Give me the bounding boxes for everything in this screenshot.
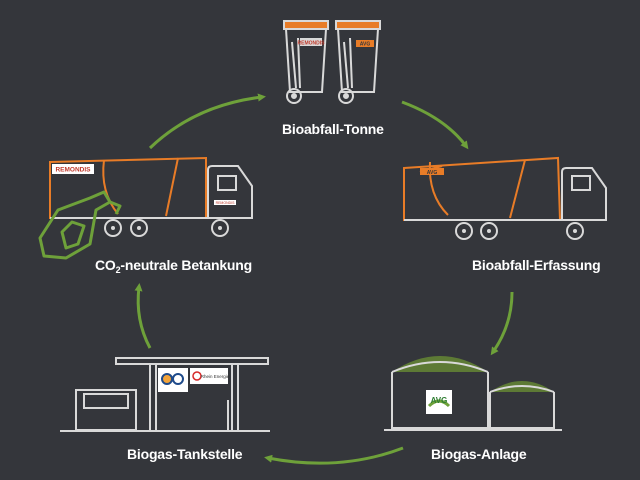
bioabfall-bins: REMONDIS AVG — [283, 20, 381, 104]
label-co2-subscript: 2 — [115, 265, 121, 275]
fuel-nozzle-icon — [38, 190, 122, 260]
truck-left-badge: REMONDIS — [55, 167, 91, 174]
label-bioabfall-tonne: Bioabfall-Tonne — [282, 121, 384, 137]
arrow-collection-to-plant — [490, 291, 514, 356]
label-bioabfall-erfassung: Bioabfall-Erfassung — [472, 257, 601, 273]
arrow-bin-to-collection — [401, 100, 469, 150]
bin-badge-remondis: REMONDIS — [298, 41, 326, 47]
refuel-truck: REMONDIS REMONDIS — [49, 156, 253, 237]
arrow-refuel-to-bin — [148, 93, 266, 150]
waste-bin-right: AVG — [335, 20, 381, 104]
label-biogas-anlage: Biogas-Anlage — [431, 446, 527, 462]
collection-truck: AVG — [403, 156, 607, 240]
biogas-plant: AVG — [384, 356, 562, 431]
label-co2-prefix: CO — [95, 257, 116, 273]
label-co2-neutrale-betankung: CO2-neutrale Betankung — [95, 257, 252, 275]
biogas-station: Rhein Energie — [60, 357, 270, 432]
avg-logo-text: AVG — [431, 396, 448, 405]
arrow-station-to-refuel — [134, 283, 152, 349]
truck-left-plate: REMONDIS — [216, 201, 236, 205]
label-co2-suffix: -neutrale Betankung — [120, 257, 252, 273]
label-biogas-tankstelle: Biogas-Tankstelle — [127, 446, 243, 462]
truck-right-badge: AVG — [427, 170, 438, 176]
station-sign-text: Rhein Energie — [201, 374, 230, 379]
arrow-plant-to-station — [264, 446, 404, 465]
waste-bin-left: REMONDIS — [283, 20, 329, 104]
bin-badge-avg: AVG — [360, 42, 371, 48]
